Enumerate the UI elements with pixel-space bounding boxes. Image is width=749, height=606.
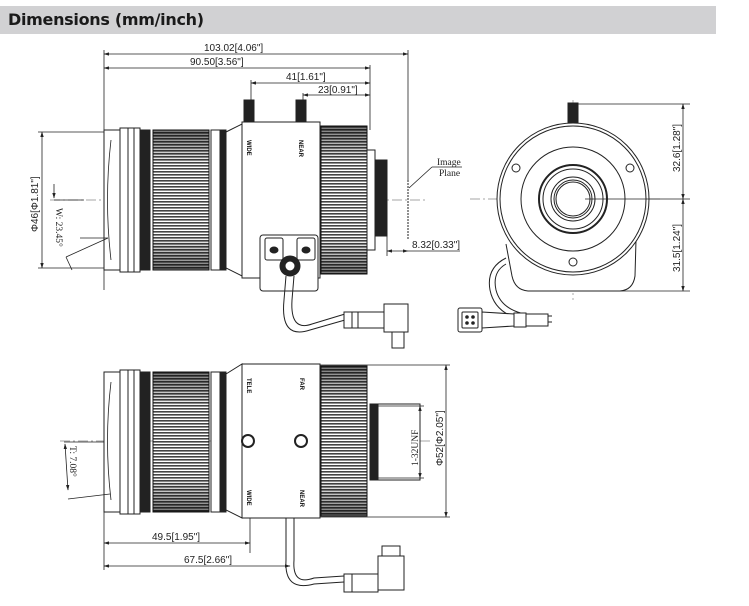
dim-cable-offset-1: 49.5[1.95"]	[152, 532, 200, 543]
near-knob	[295, 99, 307, 123]
tele-label: TELE	[245, 378, 251, 393]
front-view	[457, 100, 660, 333]
section-header: Dimensions (mm/inch)	[0, 6, 716, 34]
far-label: FAR	[298, 378, 304, 391]
dim-wide-knob-offset: 41[1.61"]	[286, 72, 326, 83]
wide-label-bottom: WIDE	[245, 490, 251, 506]
wide-label: WIDE	[245, 140, 251, 156]
near-label-bottom: NEAR	[298, 490, 304, 508]
side-view	[50, 99, 425, 349]
dim-near-knob-offset: 23[0.91"]	[318, 85, 358, 96]
near-label: NEAR	[297, 140, 303, 158]
dim-cable-offset-2: 67.5[2.66"]	[184, 555, 232, 566]
dim-flange-back: 8.32[0.33"]	[412, 240, 460, 251]
image-plane-label-2: Plane	[439, 169, 460, 179]
dim-overall-length: 103.02[4.06"]	[204, 43, 263, 54]
dim-max-diameter: Φ52[Φ2.05"]	[435, 410, 446, 466]
section-title: Dimensions (mm/inch)	[8, 10, 204, 29]
wide-knob	[243, 99, 255, 123]
dim-lower-height: 31.5[1.24"]	[672, 224, 683, 272]
dim-thread: 1-32UNF	[411, 430, 421, 466]
dim-tele-angle: T: 7.08°	[67, 446, 78, 477]
dim-body-length: 90.50[3.56"]	[190, 57, 244, 68]
dim-front-diameter: Φ46[Φ1.81"]	[30, 176, 41, 232]
dim-upper-height: 32.6[1.28"]	[672, 124, 683, 172]
bottom-view	[60, 363, 430, 593]
image-plane-label-1: Image	[437, 158, 461, 168]
dim-wide-angle: W: 23.45°	[53, 208, 64, 247]
